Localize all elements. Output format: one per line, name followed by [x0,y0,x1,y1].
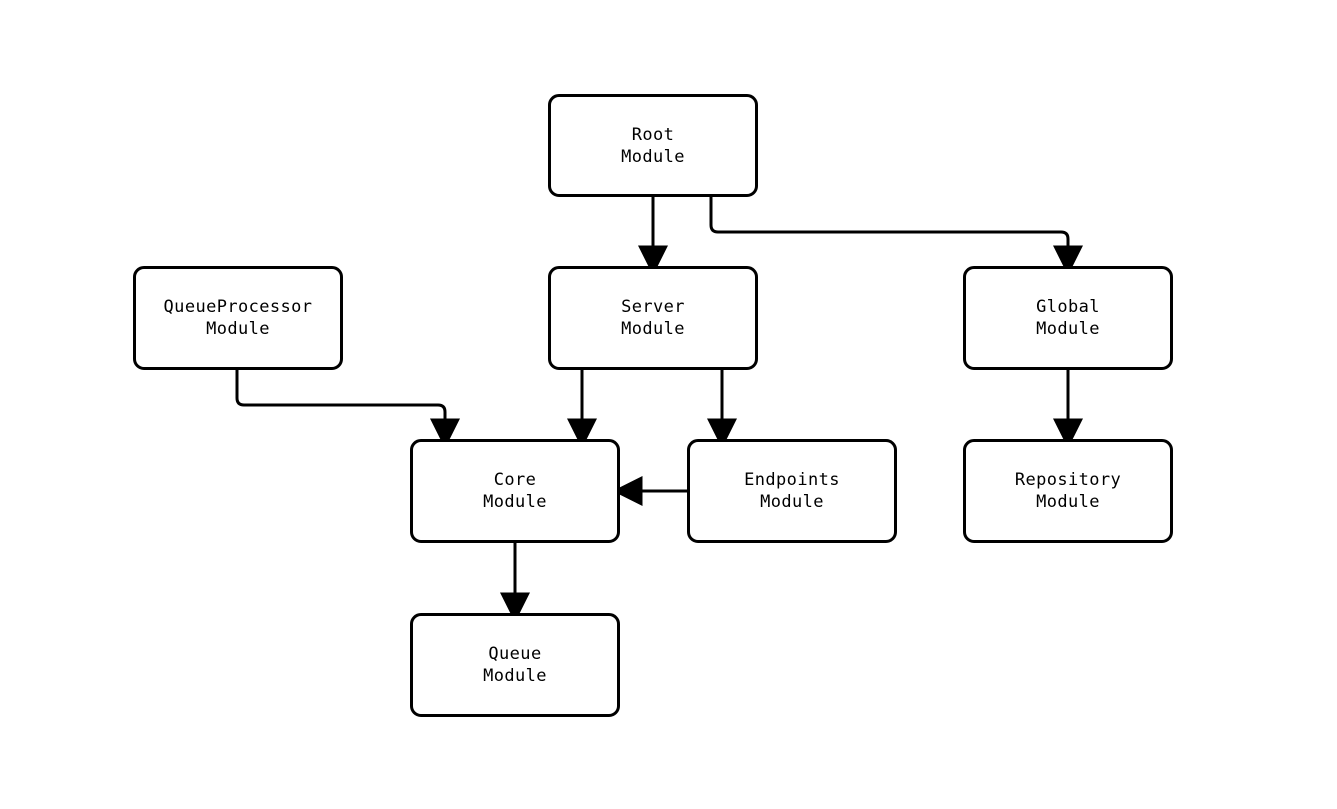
node-core-module-line2: Module [483,492,547,512]
node-root-module-line2: Module [621,146,685,167]
node-queueprocessor-module[interactable]: QueueProcessor Module [133,266,343,370]
edge-root-to-global [709,197,1083,276]
node-queueprocessor-module-line1: QueueProcessor [163,297,313,317]
node-server-module[interactable]: Server Module [548,266,758,370]
node-queue-module-line2: Module [483,666,547,686]
node-queueprocessor-module-line2: Module [206,319,270,339]
node-server-module-line2: Module [621,319,685,339]
node-queue-module[interactable]: Queue Module [410,613,620,717]
node-global-module-line1: Global [1036,297,1100,317]
node-endpoints-module-line1: Endpoints [744,470,840,490]
node-core-module-line1: Core [493,470,537,490]
node-root-module-line1: Root [631,124,675,145]
node-repository-module-line1: Repository [1014,470,1122,490]
node-global-module[interactable]: Global Module [963,266,1173,370]
node-core-module[interactable]: Core Module [410,439,620,543]
node-root-module[interactable]: Root Module [548,94,758,197]
edge-queueprocessor-to-core [235,370,460,449]
node-endpoints-module[interactable]: Endpoints Module [687,439,897,543]
node-repository-module[interactable]: Repository Module [963,439,1173,543]
node-global-module-line2: Module [1036,319,1100,339]
node-repository-module-line2: Module [1036,492,1100,512]
node-endpoints-module-line2: Module [760,492,824,512]
node-queue-module-line1: Queue [488,644,542,664]
node-server-module-line1: Server [621,297,685,317]
